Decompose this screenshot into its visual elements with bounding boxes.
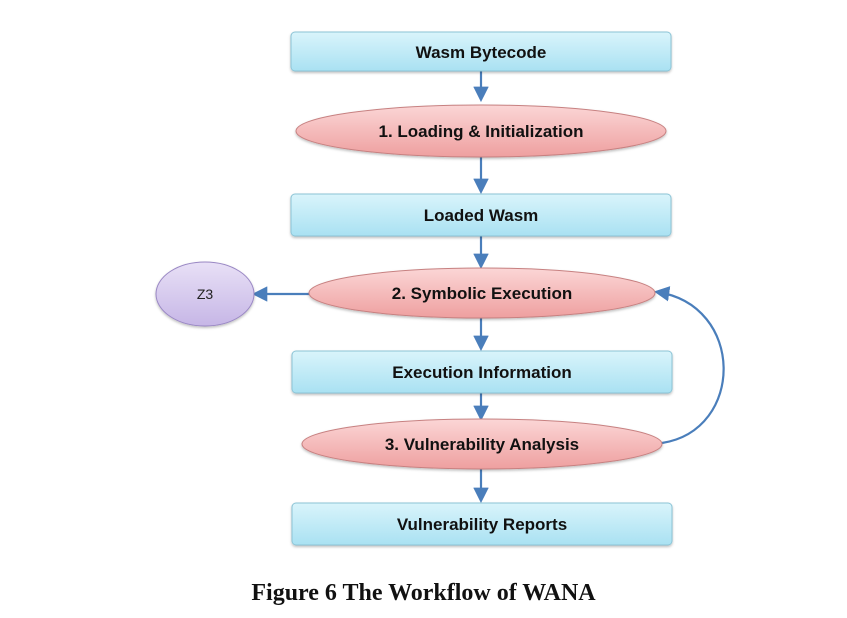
node-z3: Z3 [155,261,255,327]
node-wasm-bytecode-label: Wasm Bytecode [416,43,547,62]
node-vulnerability-analysis: 3. Vulnerability Analysis [301,418,663,470]
workflow-diagram: Wasm Bytecode 1. Loading & Initializatio… [155,31,725,546]
node-loaded-wasm: Loaded Wasm [290,193,672,237]
node-z3-label: Z3 [197,286,214,302]
node-execution-information: Execution Information [291,350,673,394]
node-wasm-bytecode: Wasm Bytecode [290,31,672,72]
arrow-analysis-feedback-to-symbolic [653,286,725,445]
node-symbolic-execution: 2. Symbolic Execution [308,267,656,319]
node-symbolic-execution-label: 2. Symbolic Execution [392,284,572,303]
node-loading-initialization-label: 1. Loading & Initialization [379,122,584,141]
node-loaded-wasm-label: Loaded Wasm [424,206,539,225]
node-vulnerability-analysis-label: 3. Vulnerability Analysis [385,435,579,454]
figure-caption: Figure 6 The Workflow of WANA [251,580,596,606]
node-vulnerability-reports: Vulnerability Reports [291,502,673,546]
node-execution-information-label: Execution Information [392,363,571,382]
arrows [251,71,725,504]
node-vulnerability-reports-label: Vulnerability Reports [397,515,567,534]
node-loading-initialization: 1. Loading & Initialization [295,104,667,158]
